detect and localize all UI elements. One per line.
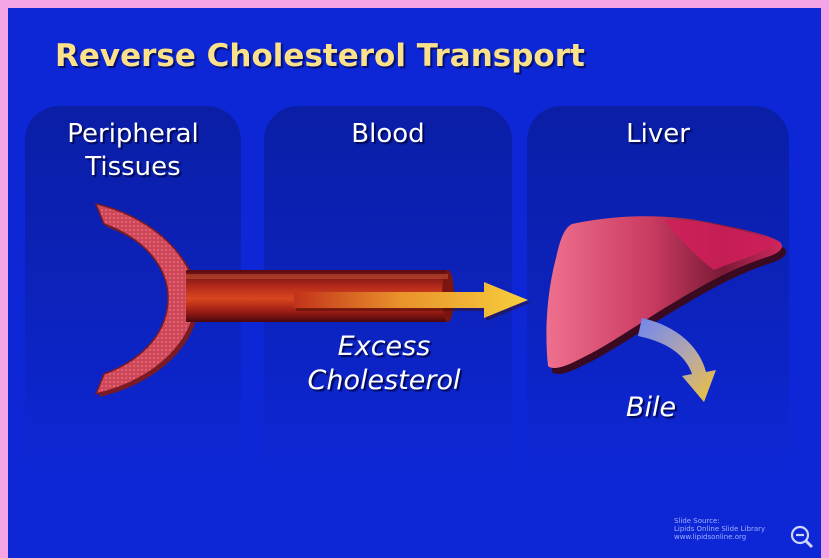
magnifier-minus-icon[interactable] (792, 527, 812, 547)
excess-label-line1: Excess (300, 330, 468, 364)
source-line2: Lipids Online Slide Library (674, 525, 765, 533)
excess-label-line2: Cholesterol (300, 364, 468, 398)
liver-shape (546, 216, 786, 374)
source-line1: Slide Source: (674, 517, 765, 525)
excess-cholesterol-label: Excess Cholesterol (300, 330, 468, 398)
tissue-crescent (96, 204, 199, 397)
bile-arrow (638, 318, 716, 402)
slide: Reverse Cholesterol Transport Peripheral… (8, 8, 821, 558)
bile-label: Bile (626, 392, 676, 423)
source-line3: www.lipidsonline.org (674, 533, 765, 541)
diagram-art (8, 8, 821, 558)
slide-source: Slide Source: Lipids Online Slide Librar… (674, 517, 765, 541)
